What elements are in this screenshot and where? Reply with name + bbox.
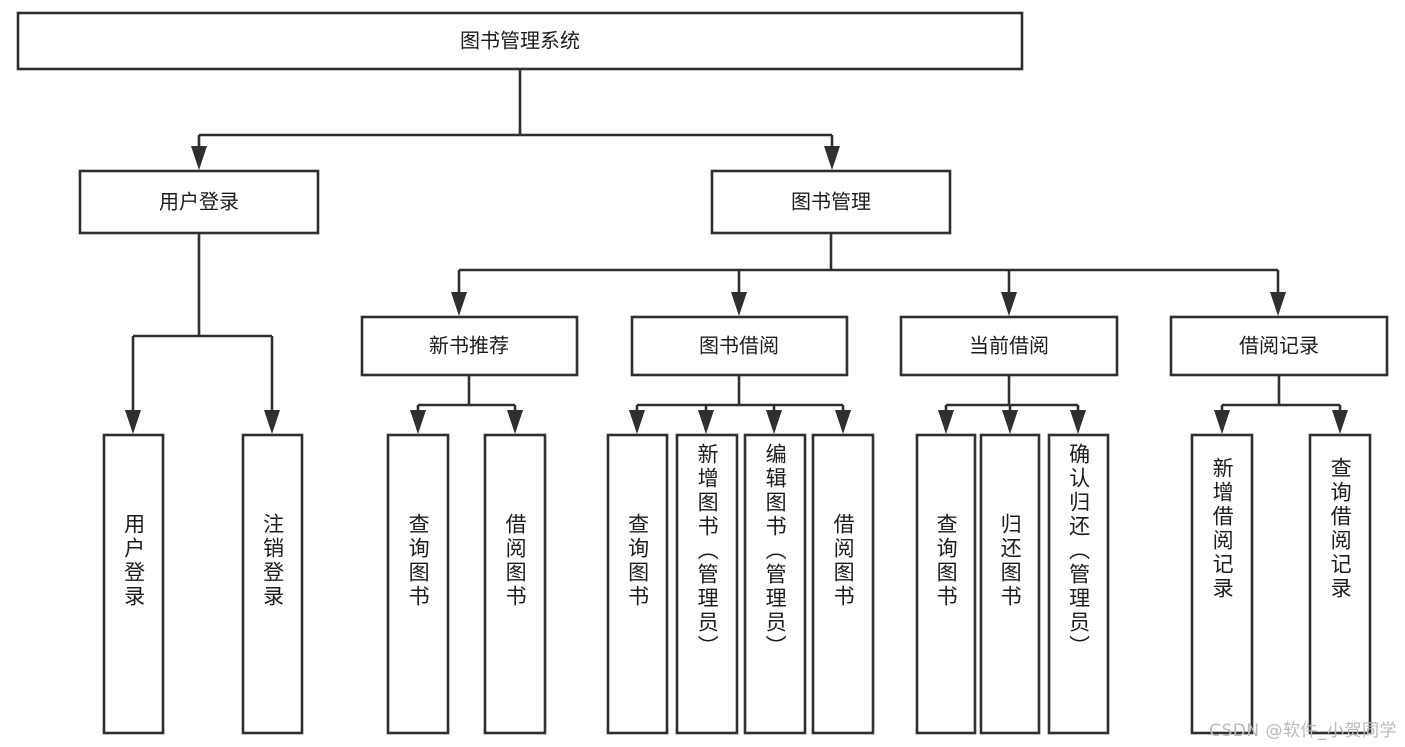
node-borrow-record-label: 借阅记录 bbox=[1239, 334, 1319, 358]
node-new-book-recommend[interactable]: 新书推荐 bbox=[360, 315, 579, 377]
arrow-cb-leaf-3 bbox=[1070, 410, 1086, 434]
node-current-borrow-box[interactable] bbox=[899, 315, 1119, 377]
leaf-box-bb-2[interactable] bbox=[675, 433, 739, 735]
node-book-manage[interactable]: 图书管理 bbox=[710, 169, 952, 235]
node-user-login[interactable]: 用户登录 bbox=[78, 169, 320, 235]
arrow-user-login-leaf-2 bbox=[264, 410, 280, 434]
arrow-bm-borrow-record bbox=[1270, 292, 1286, 316]
arrow-bb-leaf-3 bbox=[766, 410, 782, 434]
arrow-user-login-leaf-1 bbox=[125, 410, 141, 434]
arrow-bm-current-borrow bbox=[1001, 292, 1017, 316]
node-book-manage-label: 图书管理 bbox=[791, 190, 871, 214]
leaf-box-user-login-2[interactable] bbox=[241, 433, 304, 735]
node-book-borrow[interactable]: 图书借阅 bbox=[630, 315, 849, 377]
arrow-nbr-leaf-2 bbox=[507, 410, 523, 434]
arrow-cb-leaf-2 bbox=[1002, 410, 1018, 434]
node-borrow-record-box[interactable] bbox=[1169, 315, 1389, 377]
leaf-box-bb-3[interactable] bbox=[743, 433, 807, 735]
arrow-bb-leaf-4 bbox=[835, 410, 851, 434]
arrow-br-leaf-1 bbox=[1214, 410, 1230, 434]
leaf-box-bb-4[interactable] bbox=[811, 433, 875, 735]
node-root-box[interactable] bbox=[16, 11, 1024, 71]
arrow-root-to-user-login bbox=[191, 146, 207, 170]
node-user-login-label: 用户登录 bbox=[159, 190, 239, 214]
arrow-cb-leaf-1 bbox=[938, 410, 954, 434]
node-new-book-recommend-label: 新书推荐 bbox=[429, 334, 509, 358]
node-book-borrow-box[interactable] bbox=[630, 315, 849, 377]
node-book-manage-box[interactable] bbox=[710, 169, 952, 235]
node-current-borrow-label: 当前借阅 bbox=[969, 334, 1049, 358]
arrow-nbr-leaf-1 bbox=[410, 410, 426, 434]
node-current-borrow[interactable]: 当前借阅 bbox=[899, 315, 1119, 377]
arrow-bb-leaf-2 bbox=[698, 410, 714, 434]
leaf-box-br-1[interactable] bbox=[1190, 433, 1254, 735]
arrow-bm-new-book-recommend bbox=[451, 292, 467, 316]
arrow-br-leaf-2 bbox=[1332, 410, 1348, 434]
leaf-box-nbr-1[interactable] bbox=[386, 433, 450, 735]
node-new-book-recommend-box[interactable] bbox=[360, 315, 579, 377]
leaf-box-cb-3[interactable] bbox=[1047, 433, 1110, 735]
leaf-box-cb-2[interactable] bbox=[979, 433, 1041, 735]
leaf-box-nbr-2[interactable] bbox=[483, 433, 547, 735]
arrow-bb-leaf-1 bbox=[629, 410, 645, 434]
arrow-root-to-book-manage bbox=[824, 146, 840, 170]
leaf-box-user-login-1[interactable] bbox=[102, 433, 165, 735]
node-borrow-record[interactable]: 借阅记录 bbox=[1169, 315, 1389, 377]
node-root[interactable]: 图书管理系统 bbox=[16, 11, 1024, 71]
csdn-watermark: CSDN @软件_小贺同学 bbox=[1209, 721, 1397, 741]
leaf-box-br-2[interactable] bbox=[1308, 433, 1372, 735]
arrow-bm-book-borrow bbox=[731, 292, 747, 316]
node-book-borrow-label: 图书借阅 bbox=[699, 334, 779, 358]
leaf-box-cb-1[interactable] bbox=[915, 433, 977, 735]
leaf-box-bb-1[interactable] bbox=[606, 433, 669, 735]
node-root-label: 图书管理系统 bbox=[460, 29, 580, 53]
